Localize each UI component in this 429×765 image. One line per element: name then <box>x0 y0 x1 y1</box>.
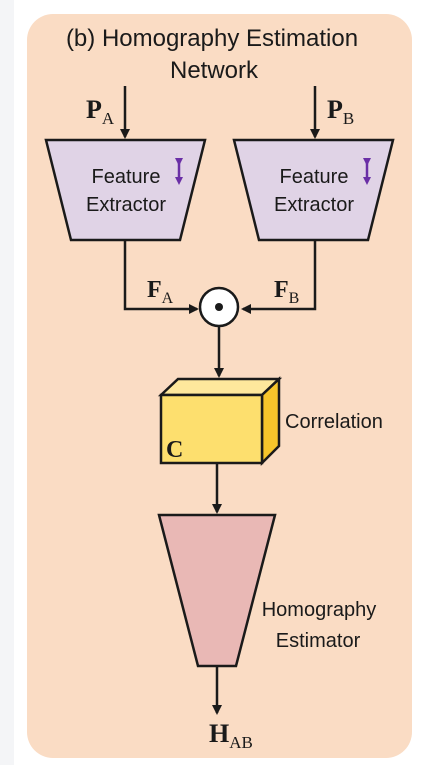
estimator-line2: Estimator <box>276 630 361 652</box>
cube-top-face <box>157 377 283 397</box>
input-pa-label: PA <box>86 95 115 128</box>
cube-front-face <box>159 393 264 465</box>
input-pb-label: PB <box>327 95 354 128</box>
output-hab-label: HAB <box>209 719 253 752</box>
title-line1: (b) Homography Estimation <box>66 25 358 52</box>
title-line2: Network <box>170 57 259 84</box>
feature-fa-label: FA <box>147 277 174 307</box>
extractor-b-shape <box>232 138 395 242</box>
feature-b-connector <box>241 240 317 314</box>
feature-a-connector <box>123 240 199 314</box>
extractor-a-line1: Feature <box>92 166 161 188</box>
left-margin-strip <box>0 0 14 765</box>
extractor-a-shape <box>44 138 207 242</box>
correlation-label: Correlation <box>285 411 383 433</box>
correlation-symbol: C <box>166 437 183 463</box>
cube-side-face <box>260 376 281 467</box>
estimator-line1: Homography <box>262 599 377 621</box>
correlation-volume: C <box>157 376 283 467</box>
homography-estimator-shape <box>157 513 277 668</box>
feature-extractor-a: Feature Extractor <box>44 138 207 242</box>
extractor-b-line1: Feature <box>280 166 349 188</box>
feature-extractor-b: Feature Extractor <box>232 138 395 242</box>
extractor-a-line2: Extractor <box>86 194 166 216</box>
feature-fb-label: FB <box>274 277 299 307</box>
extractor-b-line2: Extractor <box>274 194 354 216</box>
dot-product-center-icon <box>215 303 223 311</box>
